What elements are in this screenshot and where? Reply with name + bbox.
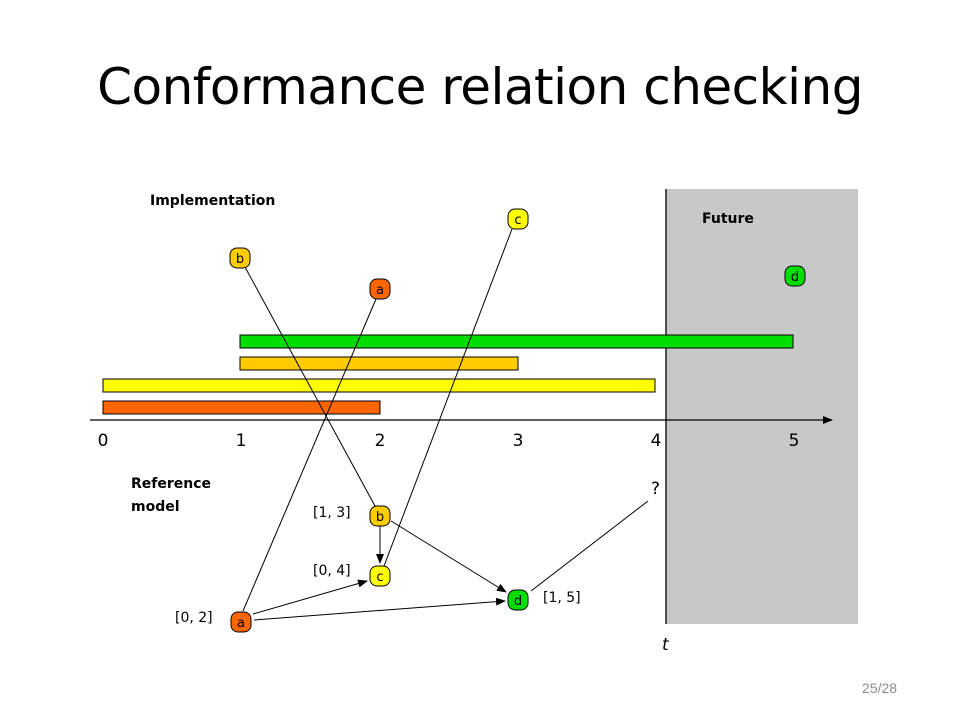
impl-node-c [507,208,529,230]
duration-bar-a [102,400,381,415]
future-label: Future [702,211,754,227]
ref-node-c [369,565,391,587]
interval-b: [1, 3] [313,505,351,521]
impl-node-a [369,278,391,300]
interval-d: [1, 5] [543,590,581,606]
impl-node-a-label: a [376,283,384,298]
ref-node-c-label: c [376,570,383,585]
link-c [383,228,513,567]
ref-node-b-label: b [376,510,384,525]
impl-node-c-label: c [514,213,521,228]
arrow-a-to-c [252,579,368,615]
link-d-unknown [530,500,649,592]
impl-node-b-label: b [236,252,244,267]
interval-c: [0, 4] [313,563,351,579]
page-number: 25/28 [862,680,898,696]
duration-bar-b [239,356,519,371]
unknown-marker: ? [651,479,660,499]
axis-tick-1: 1 [236,431,247,451]
duration-bar-c [102,378,656,393]
ref-node-d-label: d [514,594,522,609]
reference-label-line1: Reference [131,476,211,492]
axis-tick-5: 5 [789,431,800,451]
future-region [666,189,858,624]
reference-label-line2: model [131,499,180,515]
ref-node-b [369,505,391,527]
arrow-b-to-d [390,520,507,593]
impl-node-d [784,265,806,287]
impl-node-d-label: d [791,270,799,285]
axis-tick-2: 2 [375,431,386,451]
slide-title: Conformance relation checking [97,58,863,116]
impl-node-b [229,247,251,269]
time-marker-t: t [662,635,670,655]
ref-node-d [507,589,529,611]
link-b [244,266,376,507]
duration-bar-d [239,334,794,349]
ref-node-a [230,611,252,633]
interval-a: [0, 2] [175,610,213,626]
ref-node-a-label: a [237,616,245,631]
axis-tick-4: 4 [651,431,662,451]
implementation-label: Implementation [150,193,275,209]
link-a [242,298,377,612]
axis-tick-3: 3 [513,431,524,451]
arrow-a-to-d [253,597,506,621]
axis-tick-0: 0 [98,431,109,451]
